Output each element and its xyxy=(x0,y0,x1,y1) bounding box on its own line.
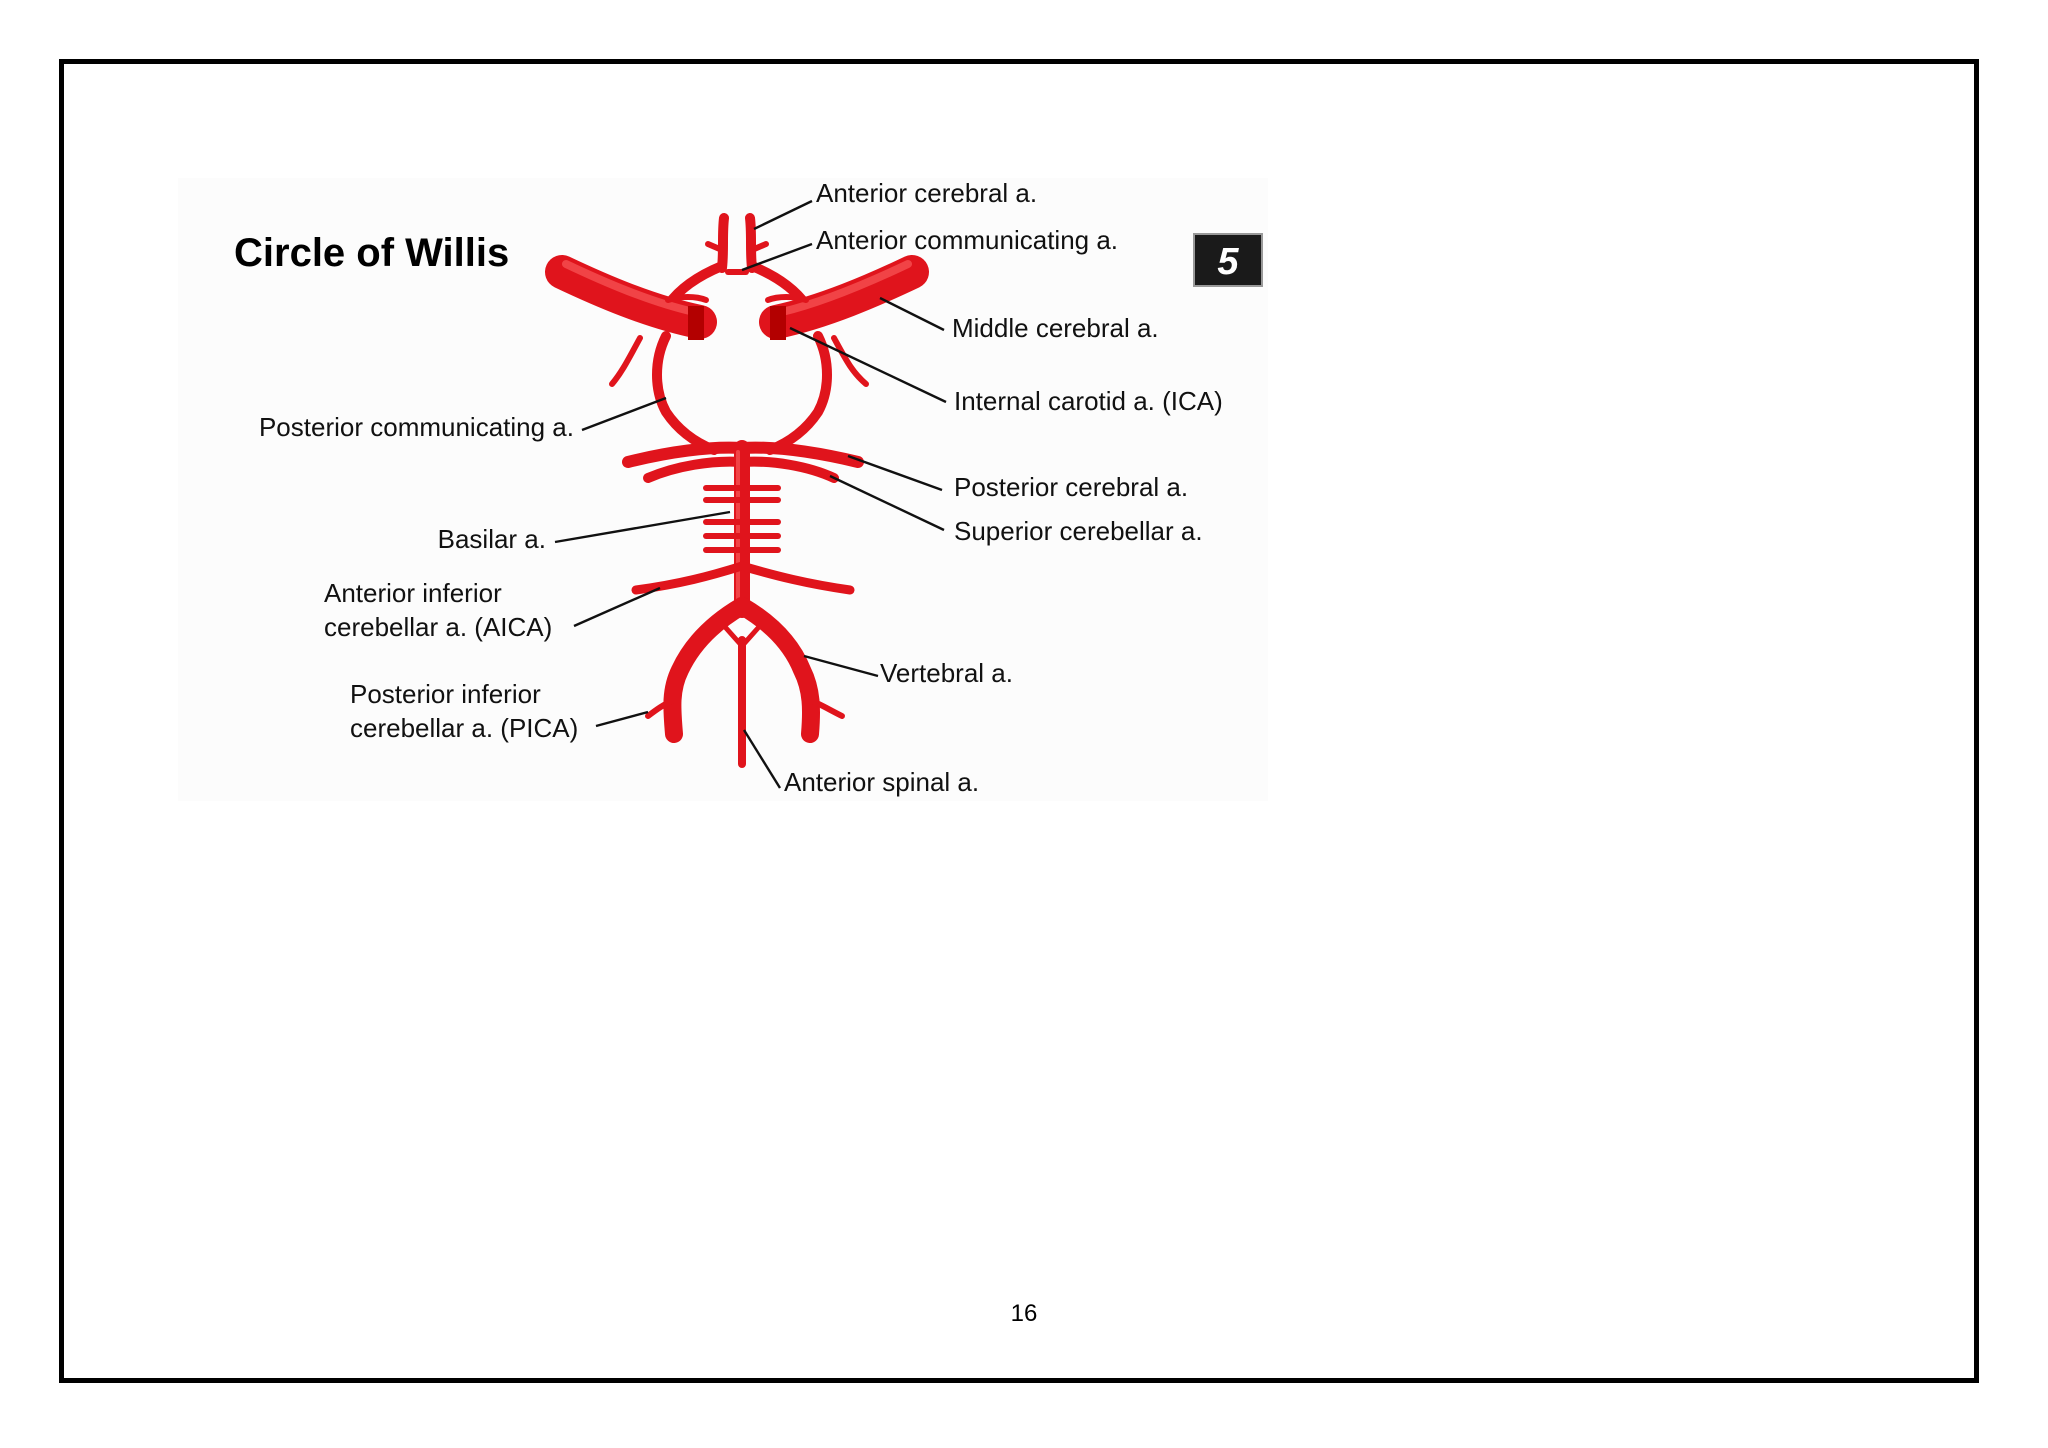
label-superior-cerebellar: Superior cerebellar a. xyxy=(954,516,1203,546)
posterior-cerebral-artery-shape xyxy=(622,441,864,468)
leader-lines xyxy=(554,199,947,789)
posterior-communicating-artery-shape xyxy=(652,331,832,455)
pica-shape xyxy=(645,697,845,719)
anterior-spinal-artery-shape xyxy=(723,625,761,768)
label-internal-carotid: Internal carotid a. (ICA) xyxy=(954,386,1223,416)
pontine-branches xyxy=(703,485,781,553)
label-posterior-cerebral: Posterior cerebral a. xyxy=(954,472,1188,502)
label-anterior-communicating: Anterior communicating a. xyxy=(816,225,1118,255)
vessel-network xyxy=(545,213,929,768)
label-anterior-cerebral: Anterior cerebral a. xyxy=(816,178,1037,208)
anterior-cerebral-artery-shape xyxy=(705,213,769,273)
label-basilar: Basilar a. xyxy=(438,524,546,554)
superior-cerebellar-artery-shape xyxy=(643,456,839,483)
diagram-title: Circle of Willis xyxy=(234,231,509,275)
label-posterior-communicating: Posterior communicating a. xyxy=(259,412,574,442)
label-vertebral: Vertebral a. xyxy=(880,658,1013,688)
label-pica-line2: cerebellar a. (PICA) xyxy=(350,713,578,743)
label-anterior-spinal: Anterior spinal a. xyxy=(784,767,979,797)
page-number: 16 xyxy=(1010,1300,1038,1327)
mca-branches xyxy=(609,294,869,387)
label-middle-cerebral: Middle cerebral a. xyxy=(952,313,1159,343)
label-aica-line1: Anterior inferior xyxy=(324,578,502,608)
label-pica-line1: Posterior inferior xyxy=(350,679,541,709)
aica-shape xyxy=(631,561,855,595)
label-aica-line2: cerebellar a. (AICA) xyxy=(324,612,552,642)
vertebral-artery-shape xyxy=(663,597,821,743)
badge-number: 5 xyxy=(1217,241,1239,283)
figure-badge: 5 xyxy=(1193,233,1263,287)
basilar-artery-shape xyxy=(734,440,750,618)
middle-cerebral-artery-shape xyxy=(545,255,929,340)
